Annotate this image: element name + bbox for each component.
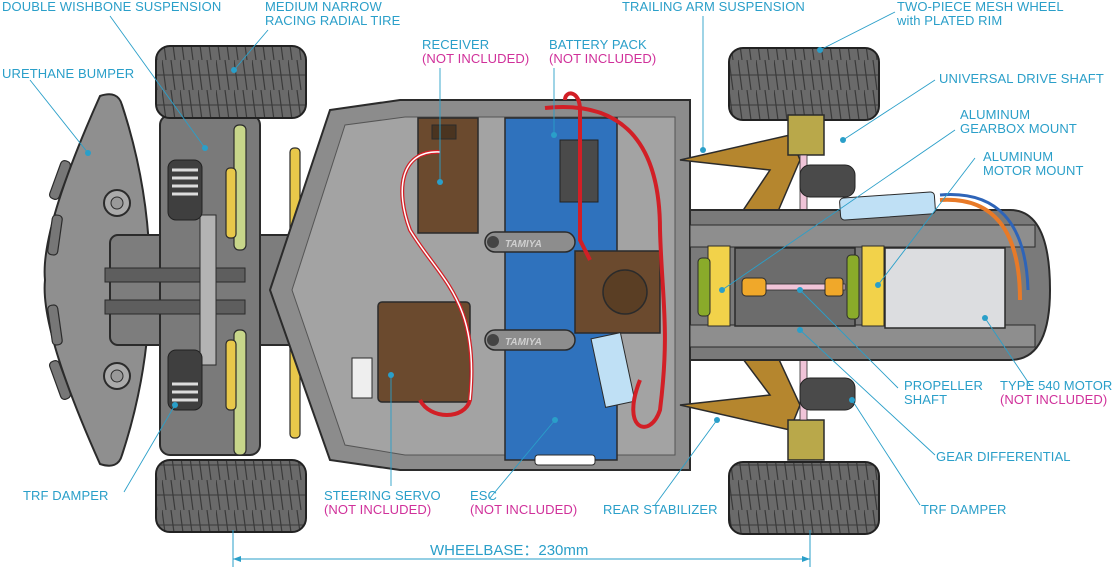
label-two-piece-wheel: TWO-PIECE MESH WHEEL with PLATED RIM: [897, 0, 1064, 28]
label-wheel-line2: with PLATED RIM: [897, 13, 1003, 28]
battery-strap-bottom: [484, 329, 576, 351]
label-receiver-line1: RECEIVER: [422, 37, 490, 52]
wire-esc-motor: [544, 105, 667, 429]
label-motor-mount: ALUMINUM MOTOR MOUNT: [983, 150, 1084, 178]
esc-fan: [602, 269, 648, 315]
label-tire: MEDIUM NARROW RACING RADIAL TIRE: [265, 0, 400, 28]
label-esc: ESC (NOT INCLUDED): [470, 489, 577, 517]
rear-damper-bottom: [799, 377, 856, 411]
tamiya-logo-bottom: TAMIYA: [505, 337, 542, 348]
label-servo-line1: STEERING SERVO: [324, 488, 441, 503]
label-receiver-not-included: (NOT INCLUDED): [422, 51, 530, 66]
rear-tire-bottom: [728, 461, 880, 535]
label-trailing-arm: TRAILING ARM SUSPENSION: [622, 0, 805, 14]
tamiya-logo-top: TAMIYA: [505, 239, 542, 250]
front-tire-top: [155, 45, 307, 119]
wheelbase-dimension: [232, 530, 811, 567]
front-damper-top: [167, 159, 203, 221]
label-motor-mount-line1: ALUMINUM: [983, 149, 1054, 164]
rear-tire-top: [728, 47, 880, 121]
label-gearbox-line2: GEARBOX MOUNT: [960, 121, 1077, 136]
leader-dots: [85, 47, 988, 423]
label-battery-pack: BATTERY PACK (NOT INCLUDED): [549, 38, 656, 66]
label-battery-not-included: (NOT INCLUDED): [549, 51, 657, 66]
label-tire-line1: MEDIUM NARROW: [265, 0, 382, 14]
label-motor-mount-line2: MOTOR MOUNT: [983, 163, 1084, 178]
label-universal-drive-shaft: UNIVERSAL DRIVE SHAFT: [939, 71, 1104, 86]
label-propeller-shaft: PROPELLER SHAFT: [904, 379, 983, 407]
steering-servo: [377, 301, 471, 403]
label-propeller-line1: PROPELLER: [904, 378, 983, 393]
label-motor-line1: TYPE 540 MOTOR: [1000, 378, 1113, 393]
label-gearbox-mount: ALUMINUM GEARBOX MOUNT: [960, 108, 1077, 136]
label-receiver: RECEIVER (NOT INCLUDED): [422, 38, 529, 66]
label-urethane-bumper: URETHANE BUMPER: [2, 66, 135, 81]
motor-mount: [861, 245, 885, 327]
spur-gear: [846, 254, 860, 320]
front-tire-bottom: [155, 459, 307, 533]
rear-damper-top: [799, 164, 856, 198]
label-servo-not-included: (NOT INCLUDED): [324, 502, 432, 517]
label-motor-not-included: (NOT INCLUDED): [1000, 392, 1108, 407]
leader-lines: [29, 11, 1031, 506]
label-gear-differential: GEAR DIFFERENTIAL: [936, 449, 1071, 464]
front-damper-bottom: [167, 349, 203, 411]
label-type540-motor: TYPE 540 MOTOR (NOT INCLUDED): [1000, 379, 1112, 407]
label-steering-servo: STEERING SERVO (NOT INCLUDED): [324, 489, 441, 517]
motor-wire-blue: [939, 193, 1030, 291]
wheelbase-label: WHEELBASE：230mm: [430, 542, 589, 559]
motor-wire-orange: [939, 197, 1022, 301]
label-double-wishbone: DOUBLE WISHBONE SUSPENSION: [2, 0, 222, 14]
label-gearbox-line1: ALUMINUM: [960, 107, 1031, 122]
label-esc-line1: ESC: [470, 488, 498, 503]
label-battery-line1: BATTERY PACK: [549, 37, 647, 52]
label-trf-damper-front: TRF DAMPER: [23, 488, 109, 503]
label-tire-line2: RACING RADIAL TIRE: [265, 13, 401, 28]
label-esc-not-included: (NOT INCLUDED): [470, 502, 578, 517]
label-wheel-line1: TWO-PIECE MESH WHEEL: [897, 0, 1064, 14]
rear-hub-bottom: [787, 419, 825, 461]
type540-motor: [884, 247, 1006, 329]
label-propeller-line2: SHAFT: [904, 392, 948, 407]
rear-hub-top: [787, 114, 825, 156]
label-trf-damper-rear: TRF DAMPER: [921, 502, 1007, 517]
label-rear-stabilizer: REAR STABILIZER: [603, 502, 718, 517]
battery-strap-top: [484, 231, 576, 253]
gearbox-mount-front: [707, 245, 731, 327]
